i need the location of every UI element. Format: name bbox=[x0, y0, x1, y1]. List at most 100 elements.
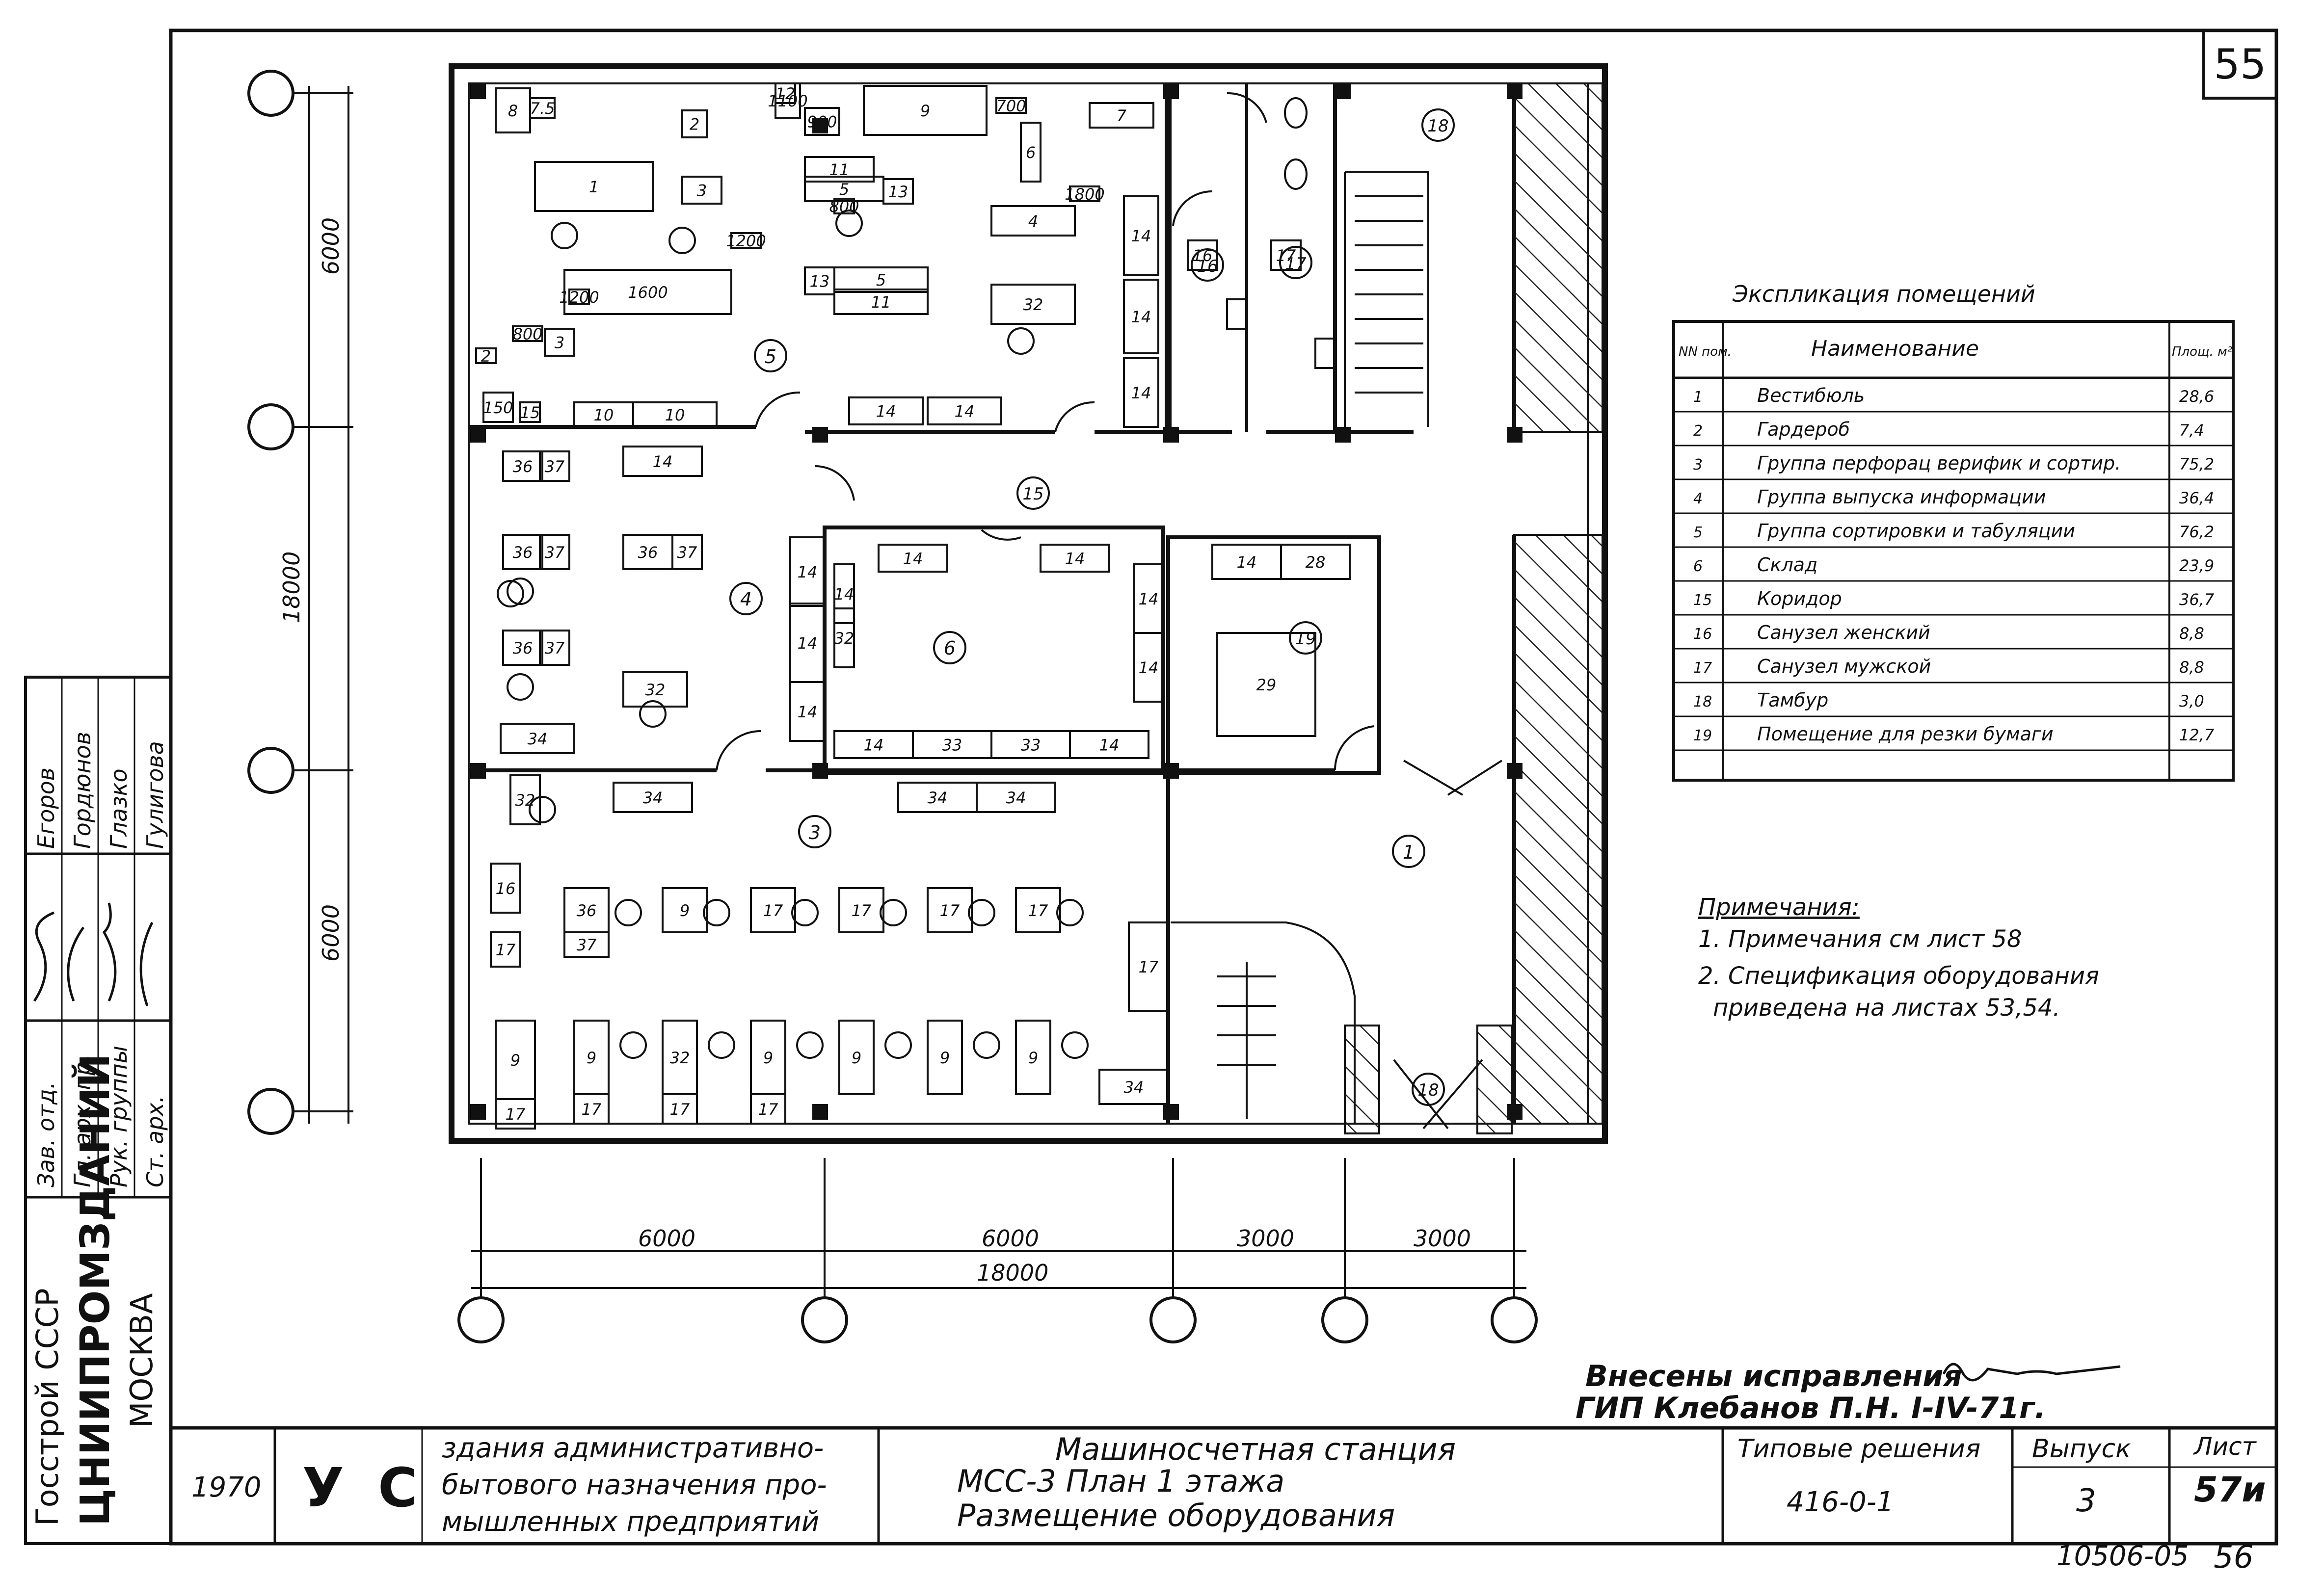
equipment-item: 17 bbox=[750, 1093, 786, 1125]
equipment-item: 14 bbox=[1123, 279, 1159, 354]
equipment-item: 8 bbox=[495, 87, 531, 133]
equipment-item: 9 bbox=[863, 85, 988, 136]
sheet-value: 57и bbox=[2194, 1470, 2266, 1510]
dim-bottom-4: 3000 bbox=[1414, 1225, 1471, 1252]
corrections-line-2: ГИП Клебанов П.Н. I-IV-71г. bbox=[1576, 1391, 2046, 1425]
explication-area: 12,7 bbox=[2179, 726, 2215, 744]
typical-value: 416-0-1 bbox=[1787, 1486, 1894, 1518]
explication-name: Вестибюль bbox=[1757, 385, 1865, 406]
title-letter-c: С bbox=[378, 1456, 418, 1519]
equipment-label: 37 bbox=[577, 936, 597, 954]
title-year: 1970 bbox=[191, 1472, 262, 1503]
explication-area: 3,0 bbox=[2179, 692, 2204, 710]
axis-circle bbox=[247, 1088, 294, 1135]
equipment-label: 32 bbox=[670, 1049, 690, 1067]
equipment-item: 33 bbox=[912, 730, 992, 759]
equipment-label: 14 bbox=[955, 402, 975, 421]
equipment-label: 1100 bbox=[768, 92, 807, 110]
equipment-item: 37 bbox=[563, 931, 610, 958]
equipment-label: 17 bbox=[582, 1100, 602, 1119]
equipment-label: 36 bbox=[638, 543, 658, 562]
equipment-label: 16 bbox=[1193, 246, 1213, 265]
equipment-item: 14 bbox=[1069, 730, 1149, 759]
equipment-label: 9 bbox=[510, 1051, 520, 1070]
equipment-label: 34 bbox=[1006, 789, 1026, 807]
equipment-label: 28 bbox=[1306, 553, 1326, 572]
typical-label: Типовые решения bbox=[1737, 1434, 1980, 1464]
equipment-label: 1800 bbox=[1065, 185, 1104, 204]
col-area-head: Площ. м² bbox=[2172, 344, 2232, 359]
explication-name: Санузел женский bbox=[1757, 622, 1930, 643]
title-block: 1970 У С здания административно- бытовог… bbox=[171, 1426, 2276, 1576]
columns bbox=[470, 83, 1523, 1120]
equipment-item: 800 bbox=[829, 197, 859, 216]
equipment-item: 32 bbox=[509, 774, 541, 825]
equipment-label: 2 bbox=[481, 347, 491, 366]
chair bbox=[796, 1031, 824, 1059]
explication-area: 75,2 bbox=[2179, 455, 2214, 473]
stamp-name-3: Глазко bbox=[106, 768, 132, 849]
sheet-frame bbox=[169, 28, 2278, 1546]
chair bbox=[497, 580, 524, 607]
explication-area: 76,2 bbox=[2179, 523, 2214, 541]
equipment-item: 14 bbox=[1123, 357, 1159, 428]
stamp-org1: Госстрой СССР bbox=[29, 1288, 65, 1526]
equipment-label: 34 bbox=[528, 730, 548, 748]
explication-area: 7,4 bbox=[2179, 421, 2204, 440]
dim-bottom-3: 3000 bbox=[1237, 1225, 1294, 1252]
equipment-item: 17 bbox=[927, 887, 973, 933]
explication-no: 18 bbox=[1693, 693, 1712, 710]
equipment-label: 9 bbox=[763, 1049, 773, 1067]
explication-name: Помещение для резки бумаги bbox=[1757, 723, 2054, 745]
axis-circle bbox=[801, 1296, 848, 1343]
chair bbox=[1056, 899, 1084, 926]
equipment-label: 5 bbox=[876, 271, 886, 289]
explication-no: 2 bbox=[1693, 422, 1703, 440]
explication-name: Санузел мужской bbox=[1757, 656, 1931, 677]
equipment-item: 32 bbox=[622, 671, 688, 708]
equipment-label: 7 bbox=[1117, 106, 1127, 125]
equipment-item: 14 bbox=[789, 536, 826, 607]
equipment-label: 4 bbox=[1028, 212, 1038, 231]
room-num-16: 16 bbox=[1197, 257, 1218, 276]
dim-bottom-1: 6000 bbox=[638, 1225, 695, 1252]
equipment-label: 14 bbox=[653, 452, 673, 471]
equipment-item: 9 bbox=[750, 1020, 786, 1095]
axis-circle bbox=[247, 747, 294, 794]
explication-title: Экспликация помещений bbox=[1732, 281, 2035, 307]
bottom-number: 10506-05 bbox=[2057, 1540, 2189, 1572]
equipment-label: 8 bbox=[508, 102, 518, 120]
dim-total: 18000 bbox=[977, 1260, 1048, 1286]
equipment-label: 700 bbox=[996, 97, 1026, 115]
room-num-5: 5 bbox=[765, 346, 776, 368]
explication-no: 16 bbox=[1693, 626, 1712, 643]
note-2: 2. Спецификация оборудования bbox=[1698, 962, 2099, 990]
series-line-2: бытового назначения про- bbox=[442, 1469, 827, 1501]
sheet-label: Лист bbox=[2193, 1432, 2257, 1461]
explication-area: 8,8 bbox=[2179, 624, 2204, 643]
chair bbox=[1007, 327, 1035, 355]
equipment-label: 14 bbox=[834, 585, 855, 604]
chair bbox=[507, 673, 534, 701]
equipment-item: 32 bbox=[833, 607, 855, 668]
hatched-block-1 bbox=[1344, 1025, 1380, 1134]
equipment-label: 33 bbox=[1021, 736, 1041, 755]
equipment-label: 32 bbox=[834, 629, 855, 648]
col-name-head: Наименование bbox=[1811, 336, 1979, 361]
axis-circle bbox=[457, 1296, 505, 1343]
equipment-label: 9 bbox=[680, 901, 690, 920]
equipment-label: 17 bbox=[940, 901, 960, 920]
equipment-item: 1200 bbox=[559, 288, 599, 307]
dim-bottom-2: 6000 bbox=[982, 1225, 1039, 1252]
stamp-name-2: Гордюнов bbox=[69, 732, 96, 849]
explication-area: 28,6 bbox=[2179, 387, 2214, 406]
equipment-item: 10 bbox=[573, 401, 634, 428]
chair bbox=[639, 700, 667, 728]
room-num-4: 4 bbox=[740, 588, 752, 610]
issue-value: 3 bbox=[2076, 1483, 2096, 1519]
equipment-label: 7.5 bbox=[530, 99, 555, 118]
sheet-title-3: Размещение оборудования bbox=[957, 1498, 1395, 1533]
explication-name: Группа сортировки и табуляции bbox=[1757, 520, 2075, 542]
explication-name: Гардероб bbox=[1757, 419, 1850, 440]
room-num-6: 6 bbox=[944, 637, 956, 659]
